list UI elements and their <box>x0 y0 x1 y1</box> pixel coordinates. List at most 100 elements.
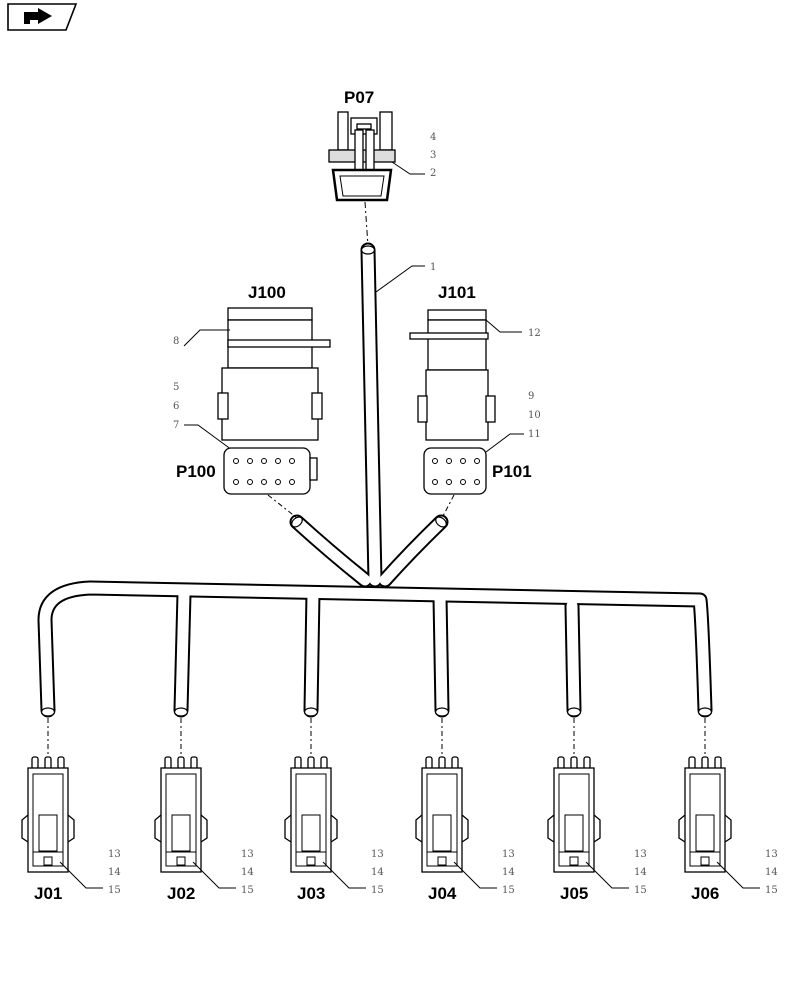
connector-label: J03 <box>297 884 325 903</box>
callout-number: 15 <box>371 885 384 896</box>
j100-connector <box>217 307 331 441</box>
callout-number: 14 <box>241 867 254 878</box>
callout-number: 13 <box>241 849 254 860</box>
callout-number: 13 <box>765 849 778 860</box>
callout-number: 15 <box>108 885 121 896</box>
connector-label: J05 <box>560 884 588 903</box>
terminal-square <box>569 856 579 866</box>
connector-label: J04 <box>428 884 457 903</box>
latch <box>678 814 686 843</box>
terminal-square <box>700 856 710 866</box>
pin <box>714 756 722 770</box>
latch <box>724 814 732 843</box>
pin <box>557 756 565 770</box>
latch <box>284 814 292 843</box>
callout-leader <box>59 861 103 889</box>
pin <box>57 756 65 770</box>
wire-harness <box>37 242 713 718</box>
p07-link-line <box>364 201 369 247</box>
pin <box>190 756 198 770</box>
pin <box>425 756 433 770</box>
pin <box>177 756 185 770</box>
latch <box>330 814 338 843</box>
pin <box>320 756 328 770</box>
connector-window <box>301 814 321 852</box>
bottom-connectors: J01 13 14 15 J02 13 14 15 J03 13 14 15 J04 13 14 15 J05 1… <box>21 718 778 903</box>
connector-window <box>171 814 191 852</box>
p07-callout-leaders <box>391 161 425 175</box>
latch <box>547 814 555 843</box>
callout-number: 13 <box>108 849 121 860</box>
connector-j01 <box>21 718 103 889</box>
callout-8-leader <box>183 329 230 347</box>
callout-12-leader <box>485 319 522 333</box>
p100-link-line <box>267 494 298 519</box>
pin <box>583 756 591 770</box>
latch <box>415 814 423 843</box>
latch <box>154 814 162 843</box>
callout-number: 14 <box>108 867 121 878</box>
next-page-icon <box>24 8 52 24</box>
callout-11: 11 <box>528 429 541 440</box>
callout-1: 1 <box>430 262 436 273</box>
callout-number: 13 <box>634 849 647 860</box>
connector-label: J02 <box>167 884 195 903</box>
connector-j03 <box>284 718 366 889</box>
latch <box>21 814 29 843</box>
connector-window <box>432 814 452 852</box>
p101-connector <box>423 447 487 495</box>
next-page-button[interactable] <box>7 3 78 31</box>
connector-window <box>38 814 58 852</box>
j101-connector <box>409 309 496 441</box>
callout-number: 14 <box>502 867 515 878</box>
pin <box>307 756 315 770</box>
pin <box>438 756 446 770</box>
pin <box>451 756 459 770</box>
callout-8: 8 <box>173 336 179 347</box>
callout-number: 14 <box>371 867 384 878</box>
callout-10: 10 <box>528 410 541 421</box>
pin <box>701 756 709 770</box>
p100-label: P100 <box>176 462 216 481</box>
callout-number: 15 <box>765 885 778 896</box>
callout-number: 14 <box>634 867 647 878</box>
connector-j06 <box>678 718 760 889</box>
connector-window <box>564 814 584 852</box>
callout-6: 6 <box>173 401 179 412</box>
p100-connector <box>223 447 318 495</box>
callout-7-leader <box>184 424 233 451</box>
callout-9: 9 <box>528 391 534 402</box>
callout-1-leader <box>375 265 425 293</box>
callout-leader <box>453 861 497 889</box>
terminal-square <box>176 856 186 866</box>
callout-12: 12 <box>528 328 541 339</box>
j100-label: J100 <box>248 283 286 302</box>
callout-4: 4 <box>430 132 436 143</box>
p101-link-line <box>441 494 455 519</box>
pin <box>294 756 302 770</box>
pin <box>31 756 39 770</box>
callout-number: 15 <box>241 885 254 896</box>
latch <box>67 814 75 843</box>
callout-leader <box>585 861 629 889</box>
callout-leader <box>322 861 366 889</box>
connector-window <box>695 814 715 852</box>
pin <box>44 756 52 770</box>
latch <box>200 814 208 843</box>
p07-label: P07 <box>344 88 374 107</box>
pin <box>570 756 578 770</box>
connector-j04 <box>415 718 497 889</box>
p101-label: P101 <box>492 462 532 481</box>
callout-leader <box>192 861 236 889</box>
p07-connector <box>328 111 396 202</box>
callout-5: 5 <box>173 382 179 393</box>
callout-number: 15 <box>634 885 647 896</box>
j101-label: J101 <box>438 283 476 302</box>
callout-leader <box>716 861 760 889</box>
connector-label: J01 <box>34 884 62 903</box>
callout-number: 13 <box>502 849 515 860</box>
connector-label: J06 <box>691 884 719 903</box>
latch <box>461 814 469 843</box>
terminal-square <box>306 856 316 866</box>
callout-3: 3 <box>430 150 436 161</box>
